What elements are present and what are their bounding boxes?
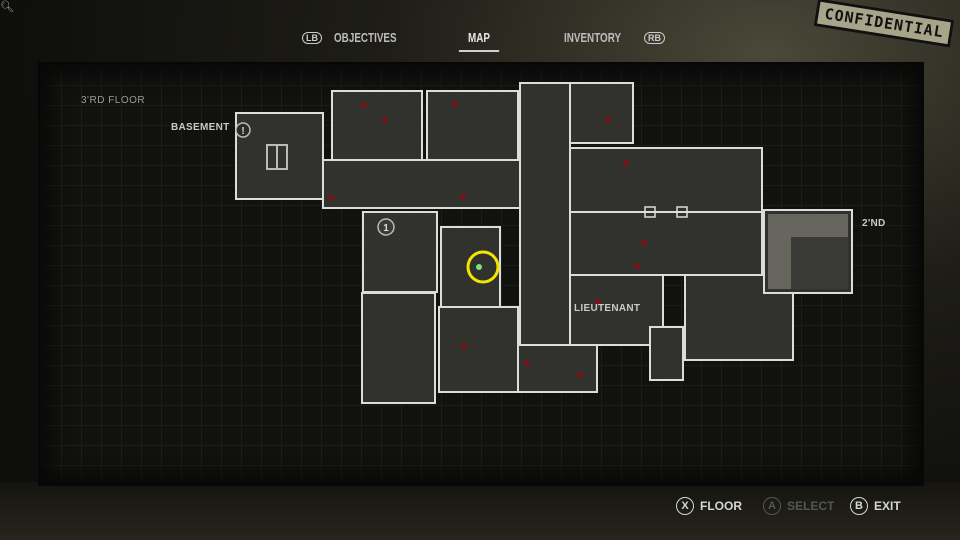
item-dot[interactable] <box>361 102 367 108</box>
player-location-ring <box>466 250 500 284</box>
basement-marker-text: ! <box>241 126 244 137</box>
current-room[interactable] <box>440 226 501 308</box>
hint-floor[interactable]: X FLOOR <box>676 497 742 515</box>
item-dot[interactable] <box>452 101 458 107</box>
corridor-west[interactable] <box>322 159 522 209</box>
basement-marker-icon[interactable] <box>235 122 251 138</box>
item-dot[interactable] <box>577 372 583 378</box>
bottom-band <box>0 482 960 540</box>
a-button-icon: A <box>763 497 781 515</box>
room-northwest[interactable] <box>331 90 423 161</box>
item-dot[interactable] <box>634 263 640 269</box>
magnifier-icon: 🔍︎ <box>0 1 14 13</box>
item-dot[interactable] <box>460 194 466 200</box>
hint-select[interactable]: A SELECT <box>763 497 834 515</box>
rb-bumper-icon[interactable]: RB <box>644 32 665 44</box>
tab-bar: LB OBJECTIVES MAP INVENTORY RB <box>0 30 960 52</box>
second-floor-label[interactable]: 2'ND <box>862 218 886 229</box>
player-location-dot <box>476 264 482 270</box>
lieutenant-label: LIEUTENANT <box>574 303 641 314</box>
hint-select-label: SELECT <box>787 499 835 513</box>
tab-inventory[interactable]: INVENTORY <box>564 30 622 45</box>
room-southwest[interactable] <box>361 292 436 404</box>
tab-objectives[interactable]: OBJECTIVES <box>334 30 397 45</box>
hint-exit[interactable]: B EXIT <box>850 497 901 515</box>
item-dot[interactable] <box>328 195 334 201</box>
corridor-central[interactable] <box>519 82 571 346</box>
hint-exit-label: EXIT <box>874 499 901 513</box>
b-button-icon: B <box>850 497 868 515</box>
lb-bumper-icon[interactable]: LB <box>302 32 322 44</box>
room-small-south[interactable] <box>649 326 684 381</box>
item-dot[interactable] <box>623 160 629 166</box>
hint-floor-label: FLOOR <box>700 499 742 513</box>
item-dot[interactable] <box>461 343 467 349</box>
item-dots <box>328 101 647 378</box>
item-dot[interactable] <box>382 117 388 123</box>
room-south[interactable] <box>438 306 519 393</box>
tab-map[interactable]: MAP <box>458 30 499 52</box>
room-marker-icon[interactable] <box>377 218 395 236</box>
item-dot[interactable] <box>605 116 611 122</box>
x-button-icon: X <box>676 497 694 515</box>
current-floor-label: 3'RD FLOOR <box>81 95 146 106</box>
room-north-east-small[interactable] <box>569 82 634 144</box>
basement-label[interactable]: BASEMENT <box>171 122 230 133</box>
room-north[interactable] <box>426 90 519 161</box>
item-dot[interactable] <box>641 240 647 246</box>
room-marker-text: 1 <box>383 223 389 234</box>
room-south-east-corridor[interactable] <box>517 344 598 393</box>
lieutenant-room[interactable] <box>569 274 664 346</box>
basement-access-room[interactable] <box>235 112 324 200</box>
stairs-landing <box>791 237 848 289</box>
room-west[interactable] <box>362 211 438 293</box>
item-dot[interactable] <box>595 299 601 305</box>
item-dot[interactable] <box>524 360 530 366</box>
